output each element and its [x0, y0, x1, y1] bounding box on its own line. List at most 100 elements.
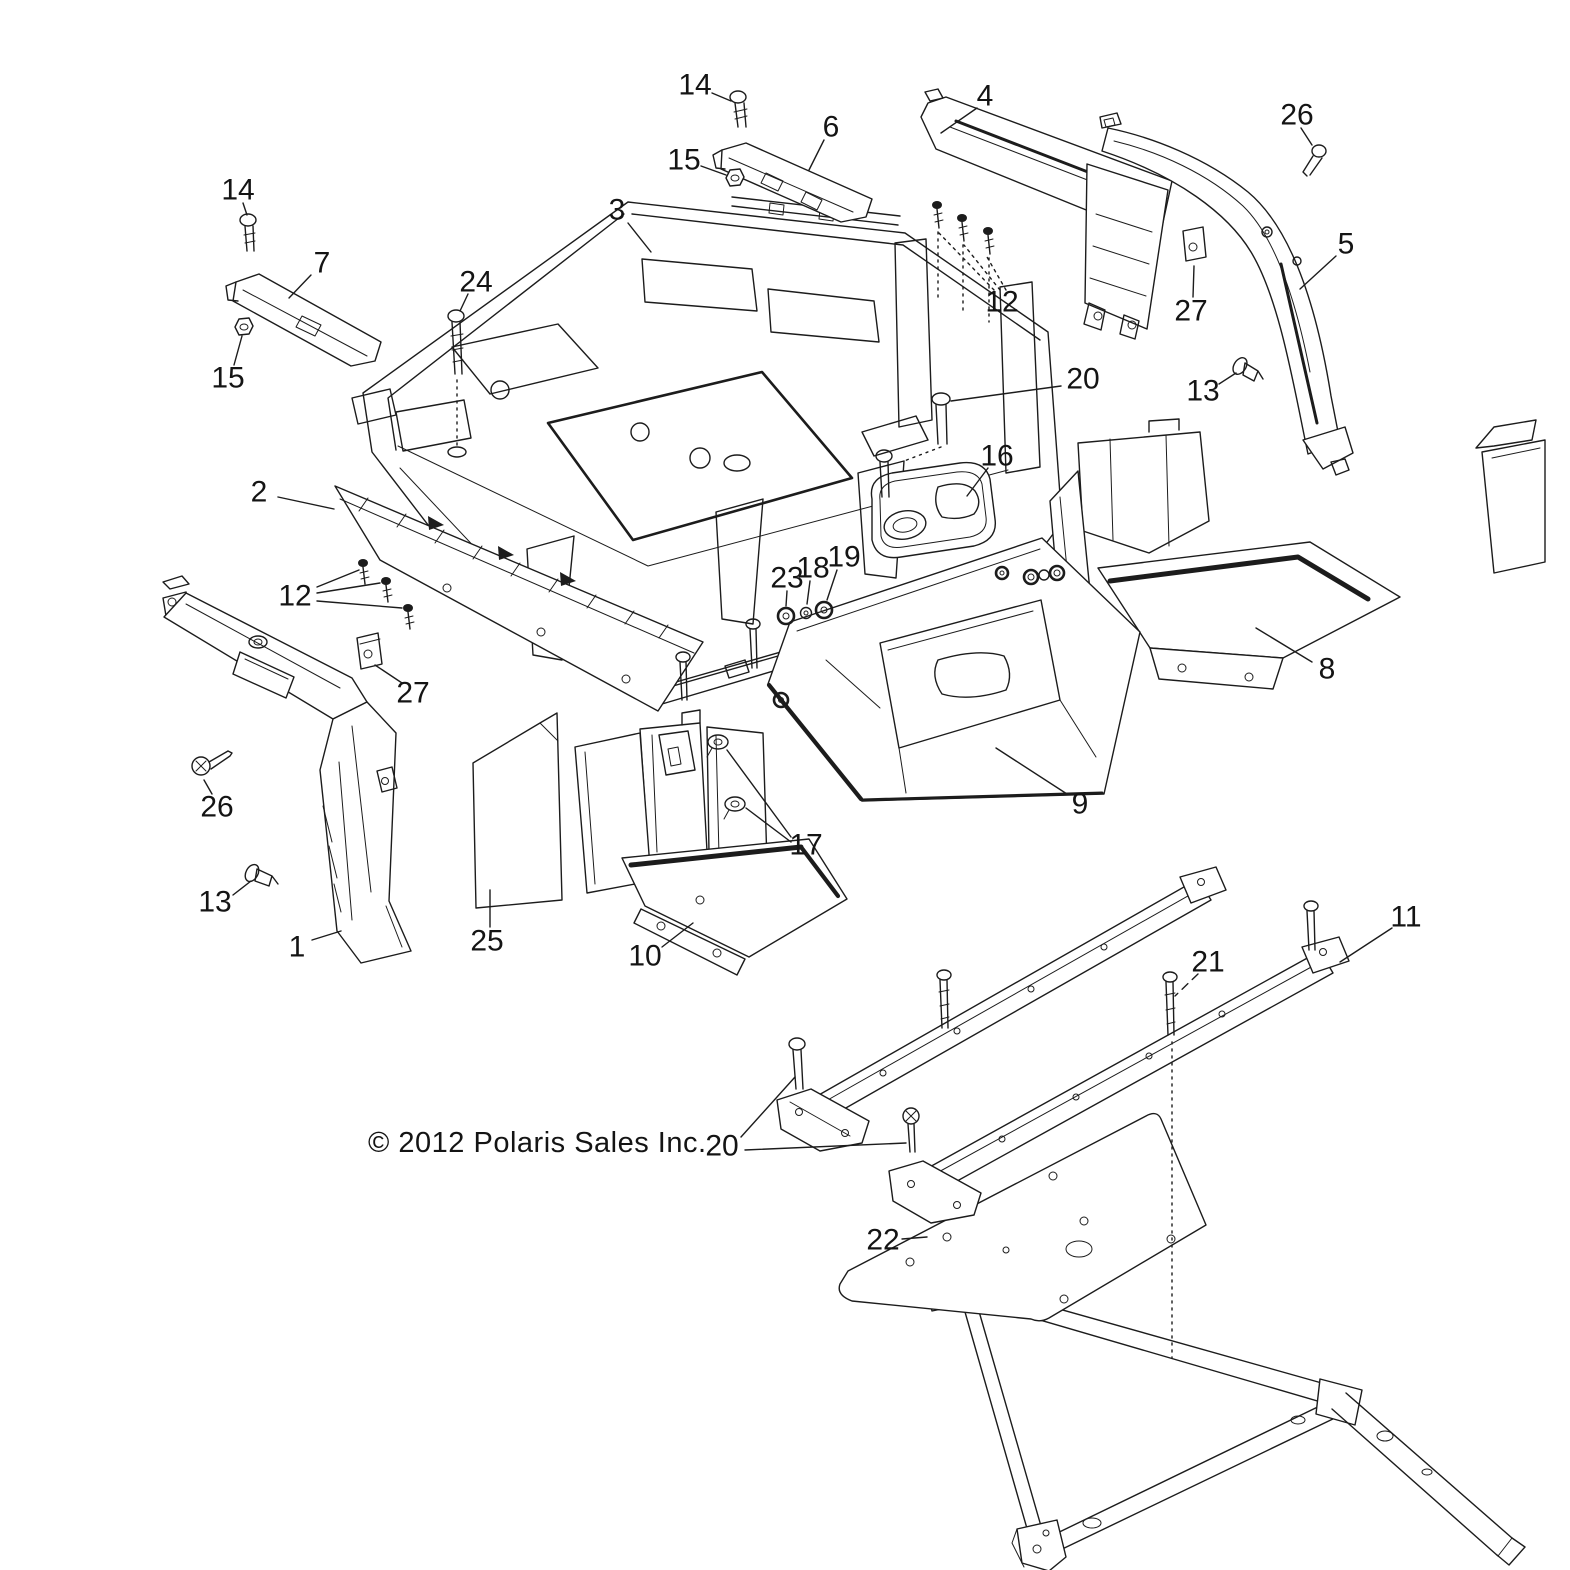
- callout-8-7: 8: [1319, 653, 1336, 686]
- fastener-screw-14-left: [239, 213, 257, 252]
- leader-line-14: [242, 202, 248, 216]
- part-support-rail-right: [712, 142, 873, 223]
- callout-6-5: 6: [823, 111, 840, 144]
- fastener-nut-15-left: [234, 317, 254, 336]
- part-bottom-support-rails: [776, 866, 1350, 1224]
- callout-7-6: 7: [314, 247, 331, 280]
- fastener-bolts-20-right: [875, 392, 951, 498]
- leader-line-26: [1300, 127, 1313, 146]
- callout-26-30: 26: [1280, 99, 1313, 132]
- part-c-pillar-right: [1099, 112, 1354, 476]
- leader-line-18: [806, 580, 811, 605]
- leader-line-14: [711, 92, 732, 102]
- callout-4-3: 4: [977, 80, 994, 113]
- fastener-bolt-rail-top: [1303, 900, 1319, 951]
- leader-line-19: [826, 569, 838, 601]
- leader-line-7: [288, 274, 312, 299]
- callout-12-11: 12: [278, 580, 311, 613]
- fastener-washer-stack: [772, 564, 1066, 709]
- leader-line-6: [808, 139, 825, 171]
- callout-17-20: 17: [789, 829, 822, 862]
- part-latch-cover: [870, 461, 997, 559]
- fastener-screws-12-right: [932, 201, 995, 255]
- leader-line-16: [966, 467, 989, 497]
- callout-27-33: 27: [1174, 295, 1207, 328]
- leader-line-17: [745, 807, 792, 843]
- fastener-clip-27-right: [1182, 226, 1207, 262]
- leader-line-5: [1299, 255, 1337, 290]
- callout-15-17: 15: [667, 144, 700, 177]
- callout-23-27: 23: [770, 562, 803, 595]
- leader-line-24: [459, 293, 469, 312]
- leader-line-26: [203, 779, 213, 795]
- leader-line-20: [740, 1076, 796, 1138]
- part-wheel-well-right: [1049, 418, 1546, 690]
- fastener-bolt-24: [447, 309, 465, 375]
- callout-13-14: 13: [1186, 375, 1219, 408]
- callout-layer: 1234567891011121213131414151516171819202…: [198, 69, 1421, 1257]
- fastener-bolts-17: [706, 734, 746, 820]
- fastener-nut-15-top: [725, 168, 745, 187]
- leader-line-2: [277, 496, 335, 510]
- callout-12-12: 12: [985, 286, 1018, 319]
- callout-9-8: 9: [1072, 788, 1089, 821]
- leader-line-1: [311, 930, 342, 941]
- callout-16-19: 16: [980, 440, 1013, 473]
- leader-line-12: [986, 256, 1007, 291]
- part-support-rail-left: [225, 273, 382, 367]
- callout-20-23: 20: [1066, 363, 1099, 396]
- part-closeoff-panel-center: [766, 537, 1141, 802]
- leader-line-15: [233, 335, 243, 366]
- leader-line-3: [627, 222, 652, 253]
- callout-24-28: 24: [459, 266, 492, 299]
- callout-26-31: 26: [200, 791, 233, 824]
- callout-11-10: 11: [1390, 901, 1421, 934]
- fastener-screws-12-left: [358, 559, 415, 630]
- part-upper-rear-panel: [920, 88, 1173, 340]
- callout-2-1: 2: [251, 476, 268, 509]
- callout-13-13: 13: [198, 886, 231, 919]
- leader-line-22: [901, 1236, 928, 1240]
- fastener-clip-27-left: [356, 632, 383, 670]
- leader-line-10: [661, 922, 694, 948]
- leader-line-4: [940, 107, 978, 134]
- leader-line-12: [316, 582, 381, 594]
- leader-line-9: [995, 747, 1068, 795]
- callout-25-29: 25: [470, 925, 503, 958]
- part-b-pillar-left: [162, 575, 412, 964]
- fastener-bolts-bed-front: [675, 618, 761, 701]
- leader-line-12: [938, 232, 995, 291]
- callout-21-25: 21: [1191, 946, 1224, 979]
- leader-line-11: [1339, 927, 1393, 963]
- leader-line-17: [726, 749, 792, 838]
- fastener-nut-23: [776, 606, 796, 626]
- leader-line-8: [1255, 627, 1313, 663]
- leader-line-20: [744, 1142, 907, 1151]
- callout-1-0: 1: [289, 931, 306, 964]
- fastener-bolt-rail-mid: [936, 969, 952, 1029]
- leader-line-15: [700, 165, 727, 176]
- fastener-nut-19: [814, 600, 834, 620]
- fastener-screw-14-top: [729, 90, 748, 128]
- fastener-screw-26-left: [191, 750, 233, 776]
- callout-14-15: 14: [678, 69, 711, 102]
- fastener-rivet-13-right: [1232, 357, 1264, 382]
- fastener-bolt-21: [1162, 971, 1178, 1036]
- callout-27-32: 27: [396, 677, 429, 710]
- part-rear-closeoff-panel: [334, 485, 704, 712]
- callout-15-18: 15: [211, 362, 244, 395]
- fastener-screw-26-top: [1302, 144, 1327, 177]
- part-sheet: [472, 712, 563, 909]
- leader-line-20: [950, 385, 1062, 402]
- part-bottom-panel: [838, 1112, 1207, 1322]
- callout-19-22: 19: [827, 541, 860, 574]
- callout-14-16: 14: [221, 174, 254, 207]
- fastener-washer-18: [799, 606, 813, 620]
- callout-22-26: 22: [866, 1224, 899, 1257]
- callout-5-4: 5: [1338, 228, 1355, 261]
- copyright-text: © 2012 Polaris Sales Inc.: [368, 1127, 707, 1159]
- callout-20-24: 20: [705, 1130, 738, 1163]
- callout-3-2: 3: [609, 194, 626, 227]
